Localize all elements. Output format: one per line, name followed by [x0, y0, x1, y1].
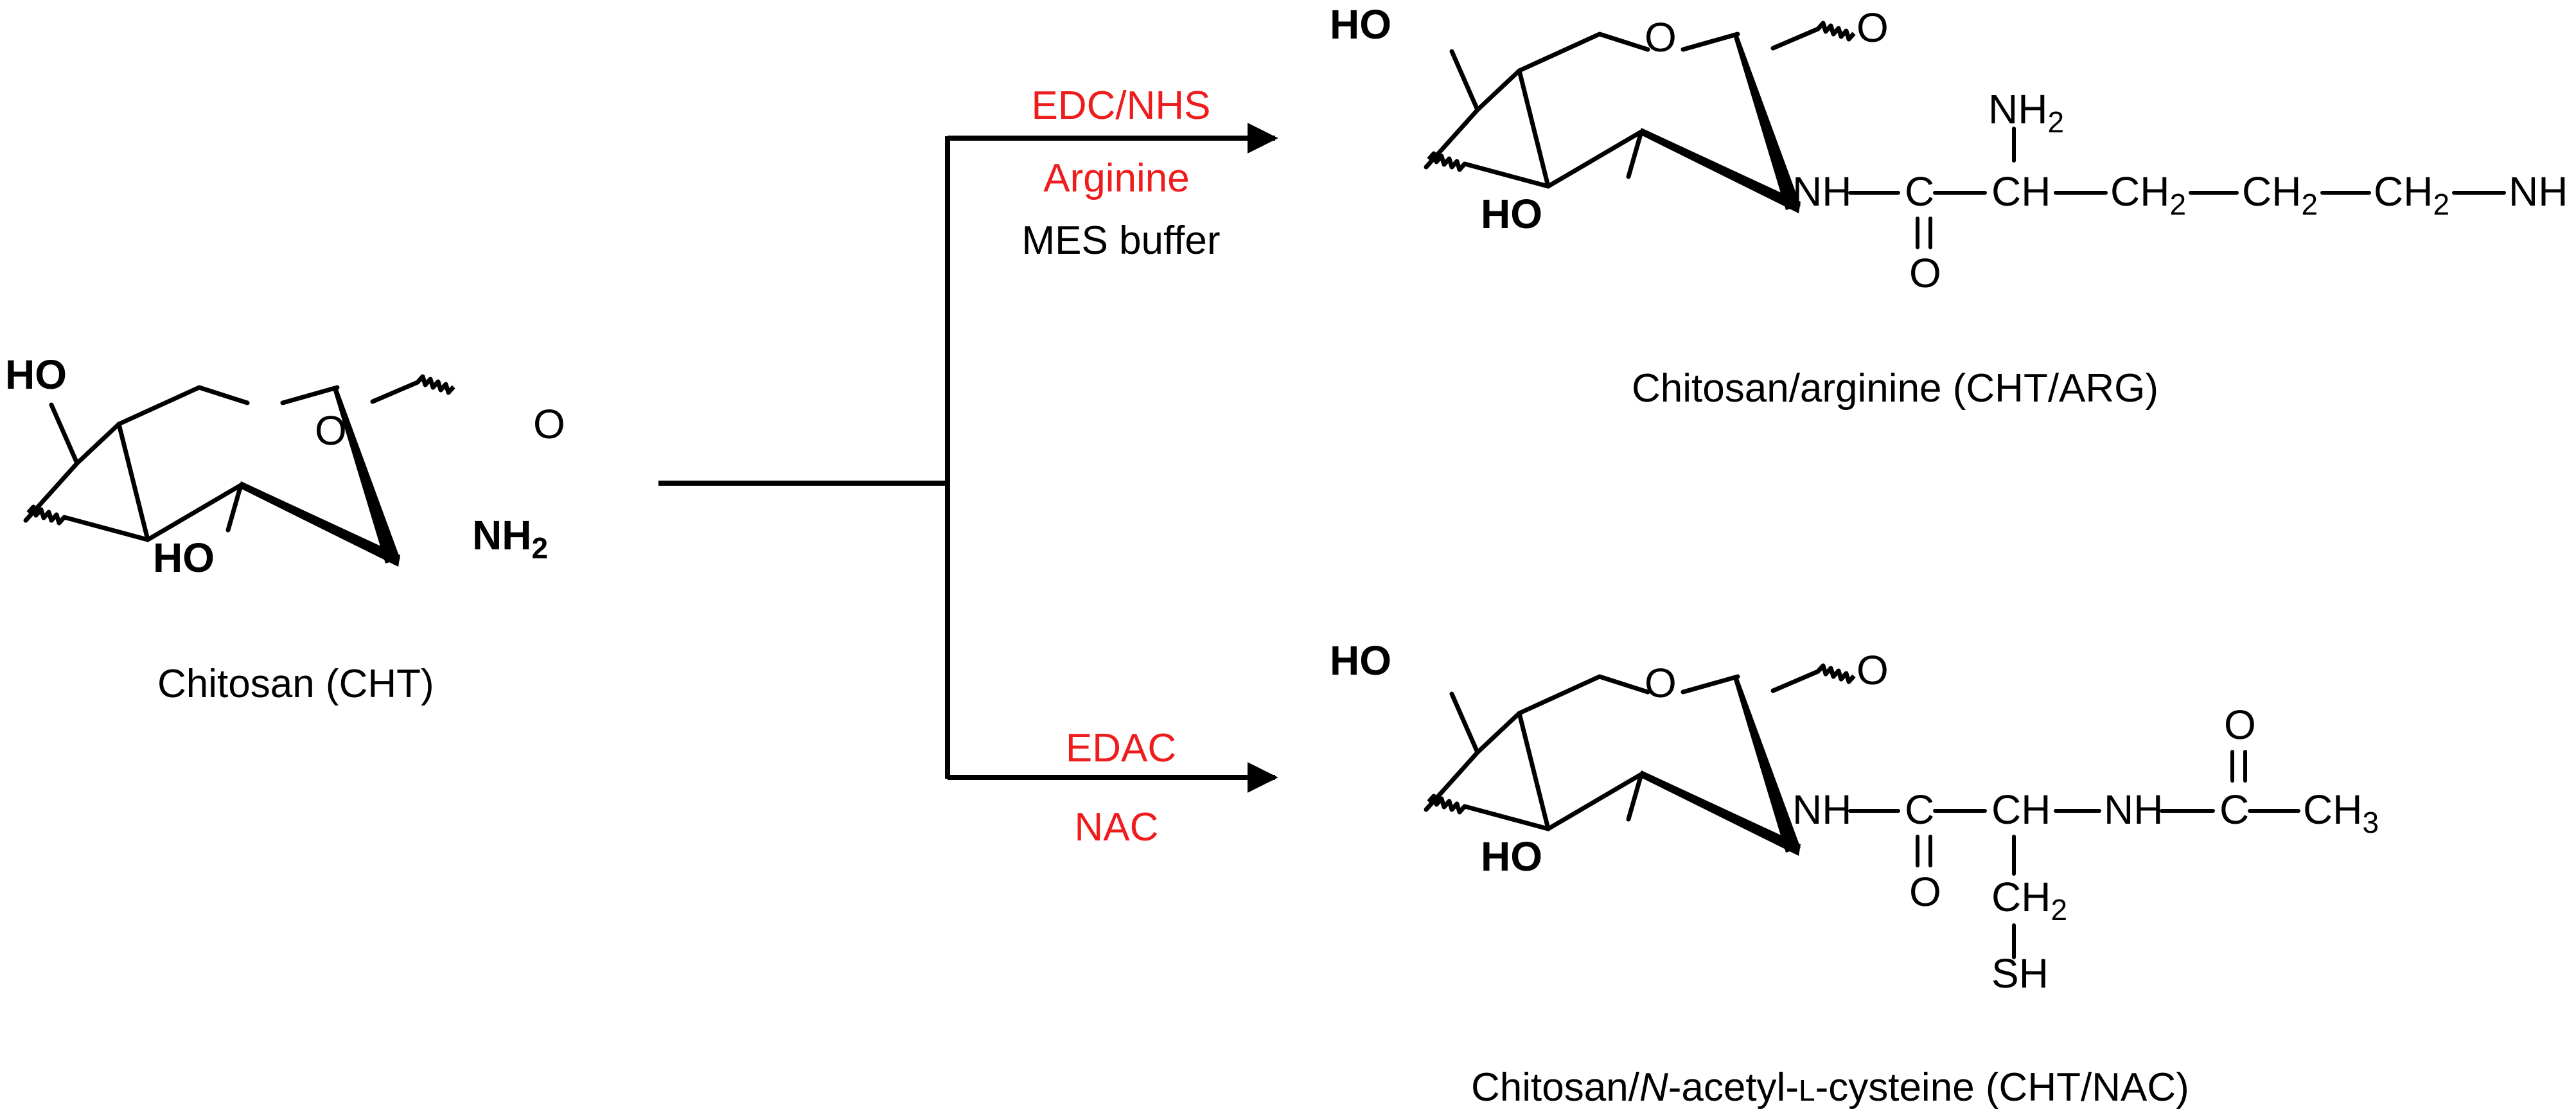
ch2-label-2: CH2 [2242, 168, 2318, 221]
hydroxymethyl-label: HO [1330, 1, 1391, 48]
arginine-product-caption: Chitosan/arginine (CHT/ARG) [1632, 366, 2158, 411]
chitosan-nac-product: HO HO O O [1330, 637, 1889, 880]
ring-oxygen-label: O [315, 407, 347, 454]
nac-side-chain: NH C O CH CH2 SH NH C O CH3 [1792, 702, 2379, 997]
reaction-arrows [658, 123, 1278, 793]
chitosan-caption: Chitosan (CHT) [157, 662, 434, 706]
glycosidic-oxygen-label: O [1857, 647, 1889, 693]
acetamide-nh-label: NH [2104, 786, 2163, 833]
alpha-amine-label: NH2 [1988, 86, 2064, 139]
hydroxyl-label: HO [153, 535, 215, 581]
carbonyl-oxygen-label: O [1909, 250, 1941, 296]
glycosidic-oxygen-label: O [1857, 4, 1889, 51]
acetyl-oxygen-label: O [2224, 702, 2256, 748]
chitosan-arginine-product: HO HO O O [1330, 1, 1889, 237]
ch2-label-3: CH2 [2374, 168, 2449, 221]
ch2-label: CH2 [1991, 874, 2067, 927]
carbonyl-oxygen-label: O [1909, 869, 1941, 915]
thiol-label: SH [1991, 950, 2049, 997]
reagent-arginine: Arginine [1043, 156, 1189, 200]
acetyl-carbon-label: C [2219, 786, 2249, 833]
alpha-ch-label: CH [1991, 786, 2051, 833]
nac-product-caption: Chitosan/N-acetyl-L-cysteine (CHT/NAC) [1471, 1065, 2189, 1110]
amine-label: NH2 [472, 512, 548, 565]
carbonyl-carbon-label: C [1905, 168, 1934, 215]
glycosidic-oxygen-label: O [533, 401, 565, 447]
ring-oxygen-label: O [1645, 660, 1677, 706]
hydroxymethyl-label: HO [1330, 637, 1391, 684]
reagent-edc-nhs: EDC/NHS [1031, 84, 1210, 128]
hydroxyl-label: HO [1481, 833, 1542, 880]
reagent-nac: NAC [1075, 805, 1159, 849]
alpha-ch-label: CH [1991, 168, 2051, 215]
terminal-nh-label: NH [2509, 168, 2568, 215]
nac-product-ring-bonds [1426, 666, 1854, 856]
ring-oxygen-label: O [1645, 14, 1677, 60]
reagent-edac: EDAC [1066, 726, 1176, 770]
hydroxymethyl-label: HO [5, 351, 67, 398]
carbonyl-carbon-label: C [1905, 786, 1934, 833]
amide-nh-label: NH [1792, 168, 1851, 215]
amide-nh-label: NH [1792, 786, 1851, 833]
condition-mes-buffer: MES buffer [1021, 218, 1220, 263]
chitosan-reactant: HO HO O O NH2 [5, 351, 565, 581]
ch2-label-1: CH2 [2110, 168, 2186, 221]
chitosan-ring-bonds [26, 377, 454, 567]
methyl-label: CH3 [2303, 786, 2379, 839]
arginine-product-ring-bonds [1426, 23, 1854, 213]
arginine-side-chain: NH C O CH NH2 CH2 CH2 CH2 NH [1792, 86, 2568, 296]
hydroxyl-label: HO [1481, 191, 1542, 237]
